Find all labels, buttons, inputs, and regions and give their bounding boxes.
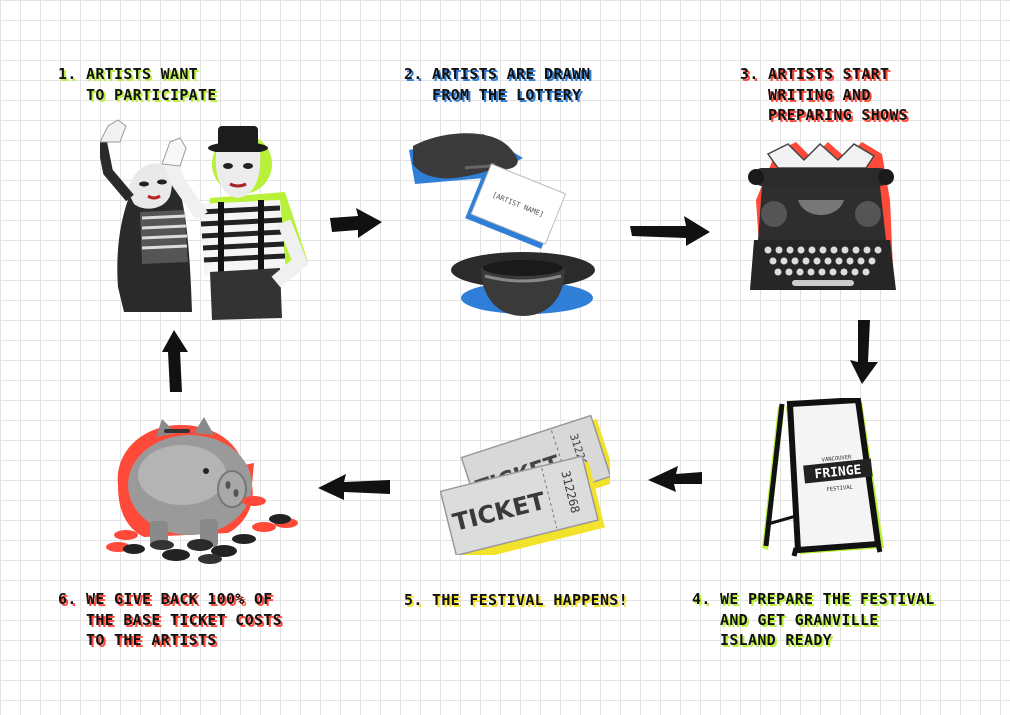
artist-name-card: [ARTIST NAME]	[470, 163, 567, 245]
mime-woman	[100, 119, 192, 312]
piggy-bank-image	[106, 417, 298, 564]
step-4-text: WE PREPARE THE FESTIVAL AND GET GRANVILL…	[720, 590, 935, 649]
tickets-image: TICKET 312267 TICKET 312268	[440, 414, 610, 555]
piggy-bank-icon	[128, 417, 252, 547]
bowler-hat-icon	[451, 252, 595, 316]
coins-icon	[106, 496, 298, 564]
arrow-icon-3-to-4	[850, 320, 878, 384]
sandwich-board-sign-image: VANCOUVER FRINGE FESTIVAL	[762, 398, 884, 557]
typewriter-image	[748, 142, 896, 290]
sign-top-text: VANCOUVER	[822, 454, 853, 463]
step-3-number: 3.	[740, 65, 759, 83]
fringe-logo-text: FRINGE	[814, 463, 862, 483]
step-4-label: 4. WE PREPARE THE FESTIVAL AND GET GRANV…	[692, 589, 935, 651]
arrow-icon-6-to-1	[162, 330, 188, 392]
step-1-number: 1.	[58, 65, 77, 83]
step-1-label: 1. ARTISTS WANT TO PARTICIPATE	[58, 64, 217, 105]
step-1-text: ARTISTS WANT TO PARTICIPATE	[86, 65, 217, 104]
arrow-icon-1-to-2	[330, 208, 382, 238]
mime-performers-image	[100, 119, 309, 320]
step-6-label: 6. WE GIVE BACK 100% OF THE BASE TICKET …	[58, 589, 282, 651]
step-4-number: 4.	[692, 590, 711, 608]
step-5-label: 5. THE FESTIVAL HAPPENS!	[404, 590, 628, 611]
step-2-number: 2.	[404, 65, 423, 83]
mime-man	[161, 126, 309, 320]
step-6-number: 6.	[58, 590, 77, 608]
step-3-text: ARTISTS START WRITING AND PREPARING SHOW…	[768, 65, 908, 124]
step-5-text: THE FESTIVAL HAPPENS!	[432, 591, 628, 609]
step-2-text: ARTISTS ARE DRAWN FROM THE LOTTERY	[432, 65, 591, 104]
lottery-draw-image: [ARTIST NAME]	[409, 133, 595, 316]
step-6-text: WE GIVE BACK 100% OF THE BASE TICKET COS…	[86, 590, 282, 649]
step-2-label: 2. ARTISTS ARE DRAWN FROM THE LOTTERY	[404, 64, 591, 105]
arrow-icon-2-to-3	[630, 216, 710, 246]
arrow-icon-5-to-6	[318, 474, 390, 500]
step-3-label: 3. ARTISTS START WRITING AND PREPARING S…	[740, 64, 908, 126]
step-5-number: 5.	[404, 591, 423, 609]
sign-bottom-text: FESTIVAL	[826, 484, 854, 493]
arrow-icon-4-to-5	[648, 466, 702, 492]
